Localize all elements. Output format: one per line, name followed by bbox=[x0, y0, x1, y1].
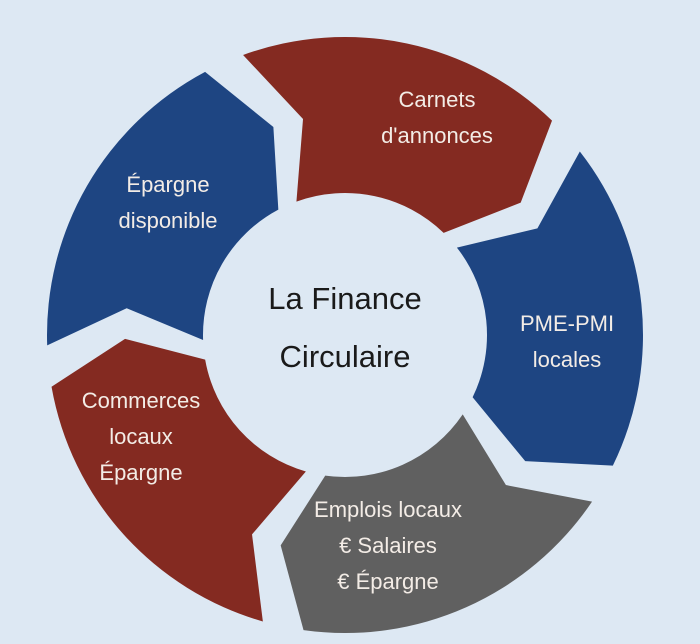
label-line: Épargne bbox=[99, 460, 183, 485]
label-line: locaux bbox=[109, 424, 173, 449]
label-line: d'annonces bbox=[381, 123, 493, 148]
label-line: € Épargne bbox=[337, 569, 439, 594]
label-line: disponible bbox=[118, 208, 218, 233]
label-epargne-disponible: Épargne disponible bbox=[118, 167, 217, 239]
segment-carnets-arrow bbox=[243, 37, 553, 233]
segment-emplois-arrow bbox=[280, 414, 593, 633]
label-line: locales bbox=[532, 347, 602, 372]
label-line: € Salaires bbox=[339, 533, 437, 558]
segment-pme-pmi-arrow bbox=[456, 151, 643, 466]
label-carnets-annonces: Carnets d'annonces bbox=[381, 82, 493, 154]
label-commerces-locaux: Commerces locaux Épargne bbox=[82, 383, 201, 491]
label-line: Emplois locaux bbox=[314, 497, 462, 522]
label-line: Commerces bbox=[81, 388, 201, 413]
segment-epargne-arrow bbox=[46, 71, 279, 346]
label-line: Carnets bbox=[398, 87, 476, 112]
label-emplois-locaux: Emplois locaux € Salaires € Épargne bbox=[314, 492, 462, 600]
label-pme-pmi: PME-PMI locales bbox=[520, 306, 614, 378]
segment-commerces-arrow bbox=[51, 338, 306, 622]
center-title: La Finance Circulaire bbox=[268, 270, 421, 386]
label-line: Épargne bbox=[126, 172, 210, 197]
center-title-line-2: Circulaire bbox=[279, 339, 411, 374]
label-line: PME-PMI bbox=[519, 311, 615, 336]
center-title-line-1: La Finance bbox=[268, 281, 422, 316]
